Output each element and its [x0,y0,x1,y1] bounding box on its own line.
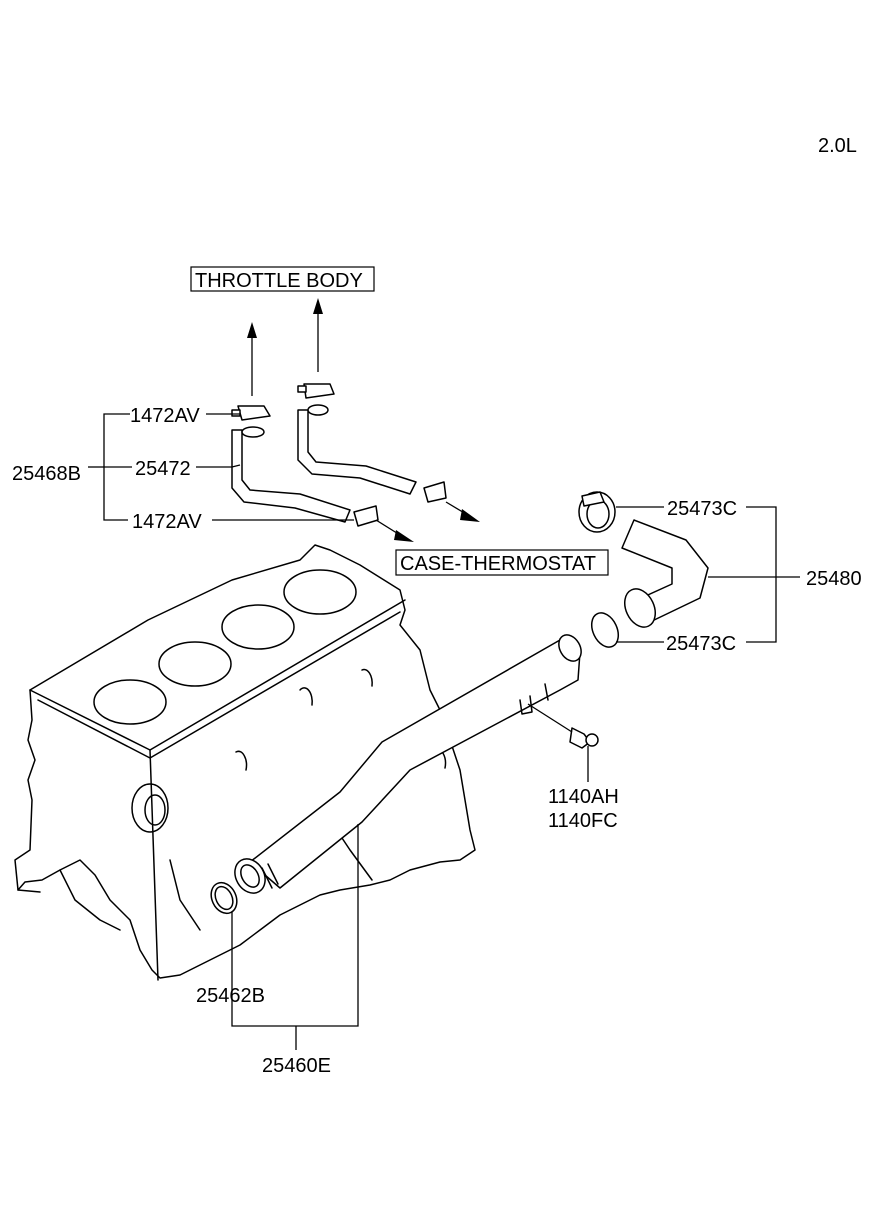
throttle-body-box [190,266,375,292]
water-pipe [210,634,599,915]
case-thermostat-label: CASE-THERMOSTAT [400,553,596,575]
part-number-1140ah: 1140AH [548,786,619,808]
hose-25480 [578,491,709,648]
flow-arrows [247,298,480,542]
part-number-25460e: 25460E [262,1055,331,1077]
part-number-1472av-bottom: 1472AV [132,511,202,533]
engine-label: 2.0L [818,135,857,157]
leader-lines [88,413,800,1050]
part-number-25473c-lower: 25473C [666,633,736,655]
part-number-1472av-top: 1472AV [130,405,200,427]
part-number-25480: 25480 [806,568,862,590]
case-thermostat-box [395,549,609,576]
part-number-25468b: 25468B [12,463,81,485]
throttle-body-label: THROTTLE BODY [195,270,363,292]
part-number-25473c-upper: 25473C [667,498,737,520]
part-number-25472: 25472 [135,458,191,480]
engine-block [14,544,476,981]
small-hoses [231,383,447,527]
part-number-25462b: 25462B [196,985,265,1007]
part-number-1140fc: 1140FC [548,810,618,832]
